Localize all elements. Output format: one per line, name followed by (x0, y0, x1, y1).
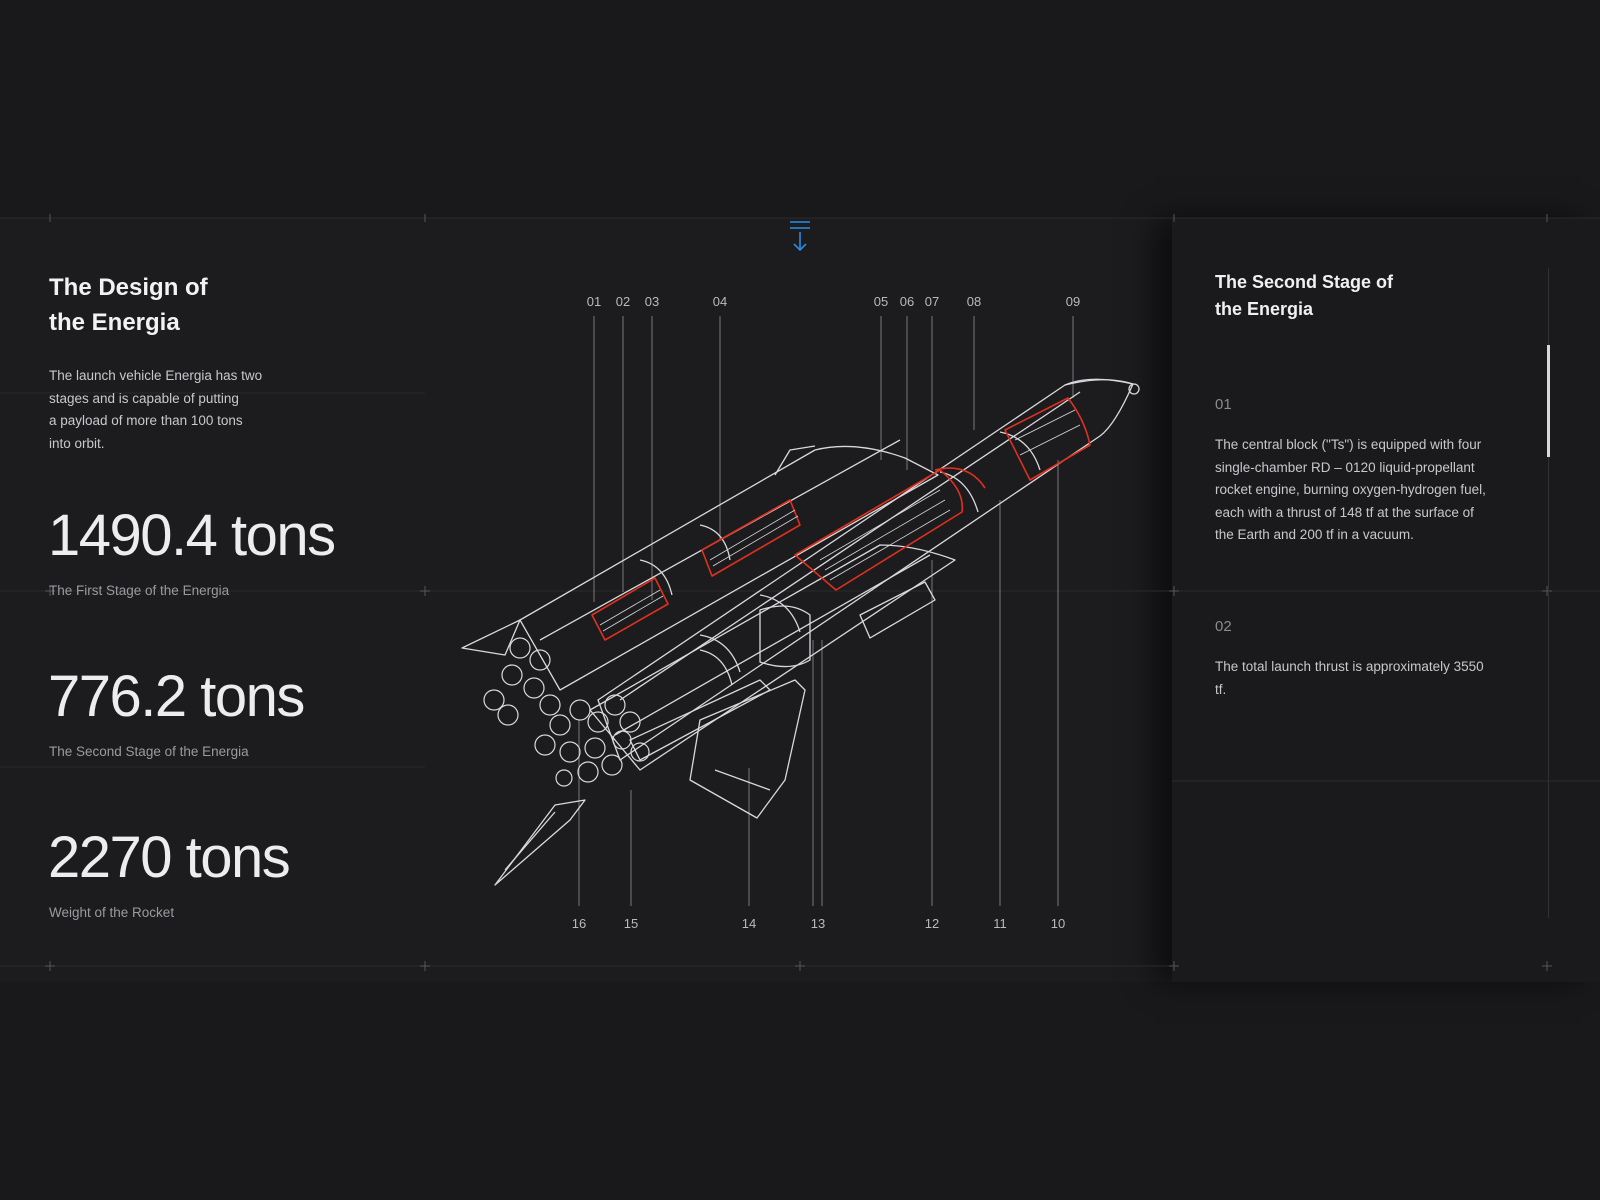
note-text-01: The central block ("Ts") is equipped wit… (1215, 437, 1486, 542)
stat-second-stage-caption: The Second Stage of the Energia (49, 744, 249, 759)
callout-label-01: 01 (586, 294, 602, 309)
stat-rocket-weight-caption: Weight of the Rocket (49, 905, 175, 920)
note-text-02: The total launch thrust is approximately… (1215, 659, 1484, 697)
callout-label-05: 05 (873, 294, 889, 309)
stat-rocket-weight-value: 2270 tons (48, 825, 291, 890)
page-title: The Design of the Energia (49, 274, 208, 336)
scrollbar-thumb[interactable] (1547, 345, 1550, 457)
callout-label-14: 14 (741, 916, 757, 931)
note-number-02: 02 (1215, 618, 1232, 635)
side-panel (1172, 218, 1600, 982)
stat-first-stage-value: 1490.4 tons (48, 503, 336, 568)
callout-label-02: 02 (615, 294, 631, 309)
callout-label-07: 07 (924, 294, 940, 309)
callout-label-13: 13 (810, 916, 826, 931)
callout-label-12: 12 (924, 916, 940, 931)
callout-label-08: 08 (966, 294, 982, 309)
side-panel-title: The Second Stage of the Energia (1215, 272, 1394, 319)
scroll-down-icon (790, 221, 810, 252)
stat-second-stage-value: 776.2 tons (48, 664, 305, 729)
stat-first-stage-caption: The First Stage of the Energia (49, 583, 230, 598)
note-number-01: 01 (1215, 396, 1232, 413)
intro-description: The launch vehicle Energia has two stage… (49, 368, 263, 451)
callout-label-06: 06 (899, 294, 915, 309)
callout-label-04: 04 (712, 294, 728, 309)
callout-label-11: 11 (993, 916, 1007, 931)
scrollbar-track[interactable] (1548, 268, 1549, 918)
scroll-down-button[interactable] (786, 217, 814, 255)
callout-label-16: 16 (571, 916, 587, 931)
callout-label-10: 10 (1050, 916, 1066, 931)
callout-label-03: 03 (644, 294, 660, 309)
callout-label-15: 15 (623, 916, 639, 931)
callout-label-09: 09 (1065, 294, 1081, 309)
